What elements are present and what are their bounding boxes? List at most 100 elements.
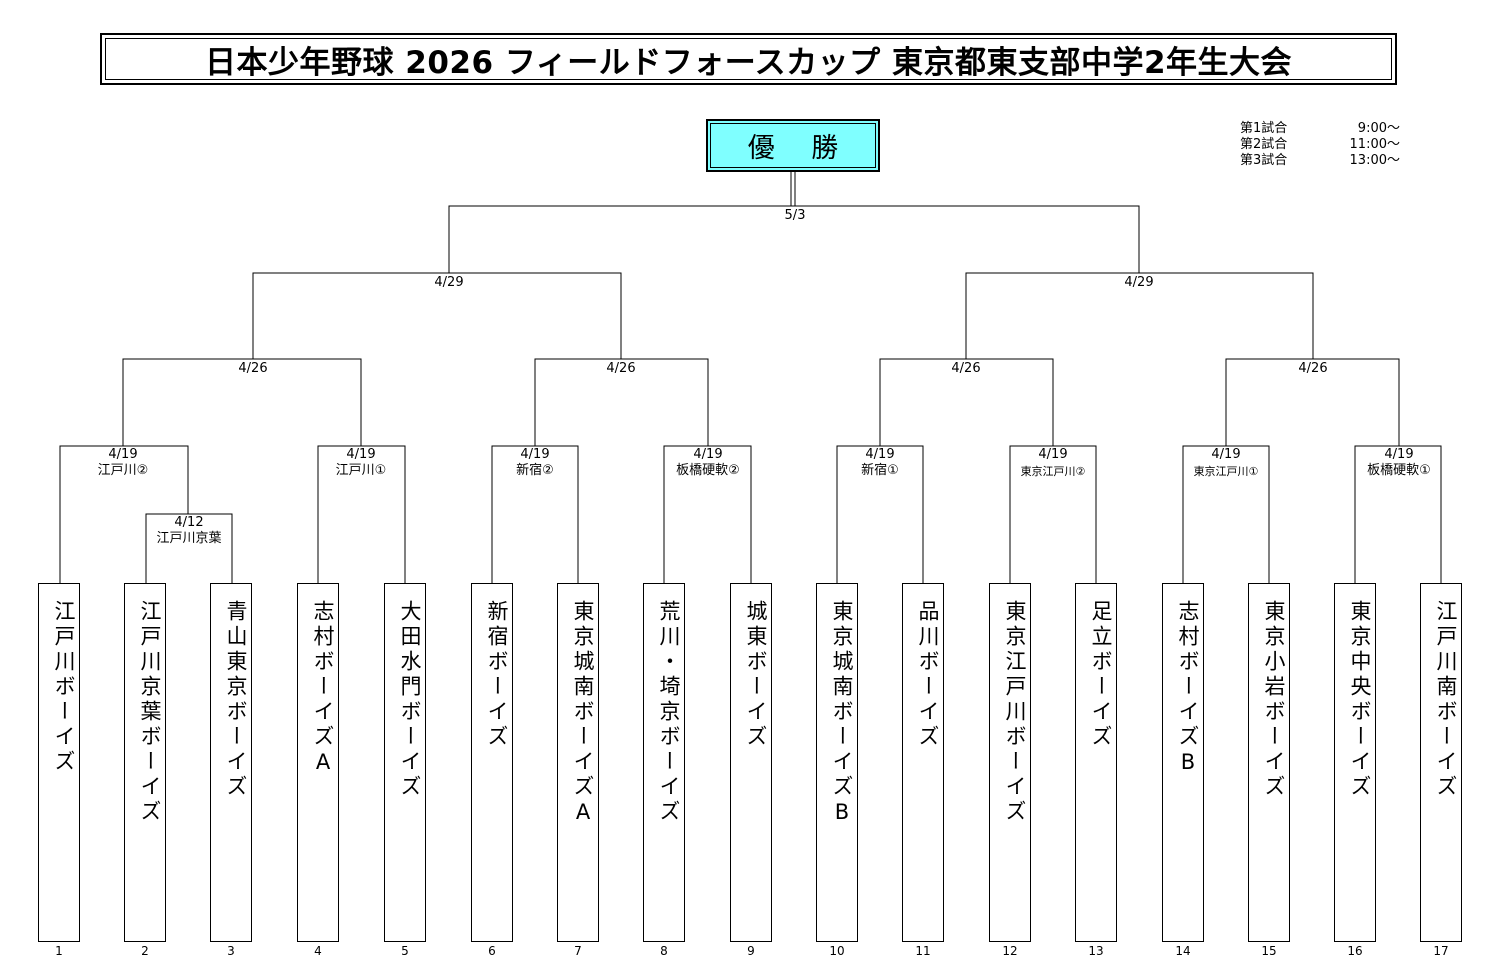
r1-1-venue: 江戸川② [97, 463, 149, 478]
seed-number: 3 [227, 944, 235, 958]
team-name: 東京中央ボーイズ [1348, 600, 1372, 800]
team-slot-15: 東京小岩ボーイズ [1248, 583, 1290, 942]
team-name: 志村ボーイズA [311, 600, 335, 778]
r1-4-connector [663, 445, 752, 583]
team-slot-9: 城東ボーイズ [730, 583, 772, 942]
champion-box: 優 勝 [706, 119, 880, 172]
seed-number: 11 [915, 944, 931, 958]
r1-2-connector [317, 445, 406, 583]
seed-number: 2 [141, 944, 149, 958]
title-frame: 日本少年野球 2026 フィールドフォースカップ 東京都東支部中学2年生大会 [100, 33, 1397, 85]
r1-1-connector [59, 445, 189, 583]
seed-number: 15 [1261, 944, 1277, 958]
team-slot-17: 江戸川南ボーイズ [1420, 583, 1462, 942]
team-name: 東京城南ボーイズB [830, 600, 854, 828]
r1-5-connector [836, 445, 924, 583]
team-slot-16: 東京中央ボーイズ [1334, 583, 1376, 942]
r1-2-venue: 江戸川① [335, 463, 387, 478]
team-name: 大田水門ボーイズ [398, 600, 422, 800]
schedule-row: 第3試合 13:00〜 [1240, 153, 1400, 169]
team-name: 江戸川ボーイズ [52, 600, 76, 775]
r1-7-venue: 東京江戸川① [1193, 465, 1259, 478]
team-slot-8: 荒川・埼京ボーイズ [643, 583, 685, 942]
schedule-time: 13:00〜 [1349, 153, 1400, 168]
qf2-connector [534, 358, 709, 446]
schedule-row: 第1試合 9:00〜 [1240, 121, 1400, 137]
team-name: 荒川・埼京ボーイズ [657, 600, 681, 825]
r1-8-venue: 板橋硬軟① [1367, 463, 1431, 478]
seed-number: 6 [488, 944, 496, 958]
qf4-connector [1225, 358, 1400, 446]
team-slot-5: 大田水門ボーイズ [384, 583, 426, 942]
team-slot-12: 東京江戸川ボーイズ [989, 583, 1031, 942]
team-slot-3: 青山東京ボーイズ [210, 583, 252, 942]
seed-number: 12 [1002, 944, 1018, 958]
r1-8-date: 4/19 [1384, 447, 1414, 462]
team-slot-13: 足立ボーイズ [1075, 583, 1117, 942]
r1-5-date: 4/19 [865, 447, 895, 462]
r1-6-venue: 東京江戸川② [1020, 465, 1086, 478]
team-name: 志村ボーイズB [1176, 600, 1200, 778]
team-name: 東京江戸川ボーイズ [1003, 600, 1027, 825]
seed-number: 16 [1347, 944, 1363, 958]
schedule-time: 9:00〜 [1357, 121, 1400, 136]
schedule-label: 第3試合 [1240, 153, 1288, 168]
seed-number: 5 [401, 944, 409, 958]
seed-number: 1 [55, 944, 63, 958]
r1-7-connector [1182, 445, 1270, 583]
r1-6-date: 4/19 [1038, 447, 1068, 462]
team-slot-14: 志村ボーイズB [1162, 583, 1204, 942]
r1-6-connector [1009, 445, 1097, 583]
team-name: 青山東京ボーイズ [224, 600, 248, 800]
semi-right-date: 4/29 [1124, 275, 1154, 290]
qf4-date: 4/26 [1298, 361, 1328, 376]
pre-date: 4/12 [174, 515, 204, 530]
team-slot-2: 江戸川京葉ボーイズ [124, 583, 166, 942]
r1-2-date: 4/19 [346, 447, 376, 462]
seed-number: 7 [574, 944, 582, 958]
pre-connector [145, 513, 233, 583]
r1-5-venue: 新宿① [861, 463, 899, 478]
r1-3-venue: 新宿② [516, 463, 554, 478]
schedule-time: 11:00〜 [1349, 137, 1400, 152]
r1-1-date: 4/19 [108, 447, 138, 462]
seed-number: 13 [1088, 944, 1104, 958]
qf3-date: 4/26 [951, 361, 981, 376]
schedule-label: 第1試合 [1240, 121, 1288, 136]
team-slot-6: 新宿ボーイズ [471, 583, 513, 942]
team-name: 城東ボーイズ [744, 600, 768, 750]
semi-left-date: 4/29 [434, 275, 464, 290]
schedule-row: 第2試合 11:00〜 [1240, 137, 1400, 153]
seed-number: 17 [1433, 944, 1449, 958]
qf2-date: 4/26 [606, 361, 636, 376]
team-name: 足立ボーイズ [1089, 600, 1113, 750]
team-name: 新宿ボーイズ [485, 600, 509, 750]
qf1-connector [122, 358, 362, 446]
seed-number: 4 [314, 944, 322, 958]
team-name: 東京小岩ボーイズ [1262, 600, 1286, 800]
seed-number: 9 [747, 944, 755, 958]
pre-venue: 江戸川京葉 [156, 531, 222, 546]
team-name: 江戸川南ボーイズ [1434, 600, 1458, 800]
page-title: 日本少年野球 2026 フィールドフォースカップ 東京都東支部中学2年生大会 [105, 38, 1392, 81]
r1-3-connector [491, 445, 579, 583]
team-slot-10: 東京城南ボーイズB [816, 583, 858, 942]
champion-label: 優 勝 [710, 123, 876, 168]
team-slot-1: 江戸川ボーイズ [38, 583, 80, 942]
team-name: 江戸川京葉ボーイズ [138, 600, 162, 825]
team-slot-4: 志村ボーイズA [297, 583, 339, 942]
r1-8-connector [1354, 445, 1442, 583]
final-date: 5/3 [784, 208, 806, 223]
seed-number: 10 [829, 944, 845, 958]
qf1-date: 4/26 [238, 361, 268, 376]
seed-number: 14 [1175, 944, 1191, 958]
r1-4-venue: 板橋硬軟② [676, 463, 740, 478]
team-slot-11: 品川ボーイズ [902, 583, 944, 942]
semi-left-connector [252, 272, 622, 359]
seed-number: 8 [660, 944, 668, 958]
schedule-label: 第2試合 [1240, 137, 1288, 152]
team-slot-7: 東京城南ボーイズA [557, 583, 599, 942]
r1-3-date: 4/19 [520, 447, 550, 462]
qf3-connector [879, 358, 1054, 446]
